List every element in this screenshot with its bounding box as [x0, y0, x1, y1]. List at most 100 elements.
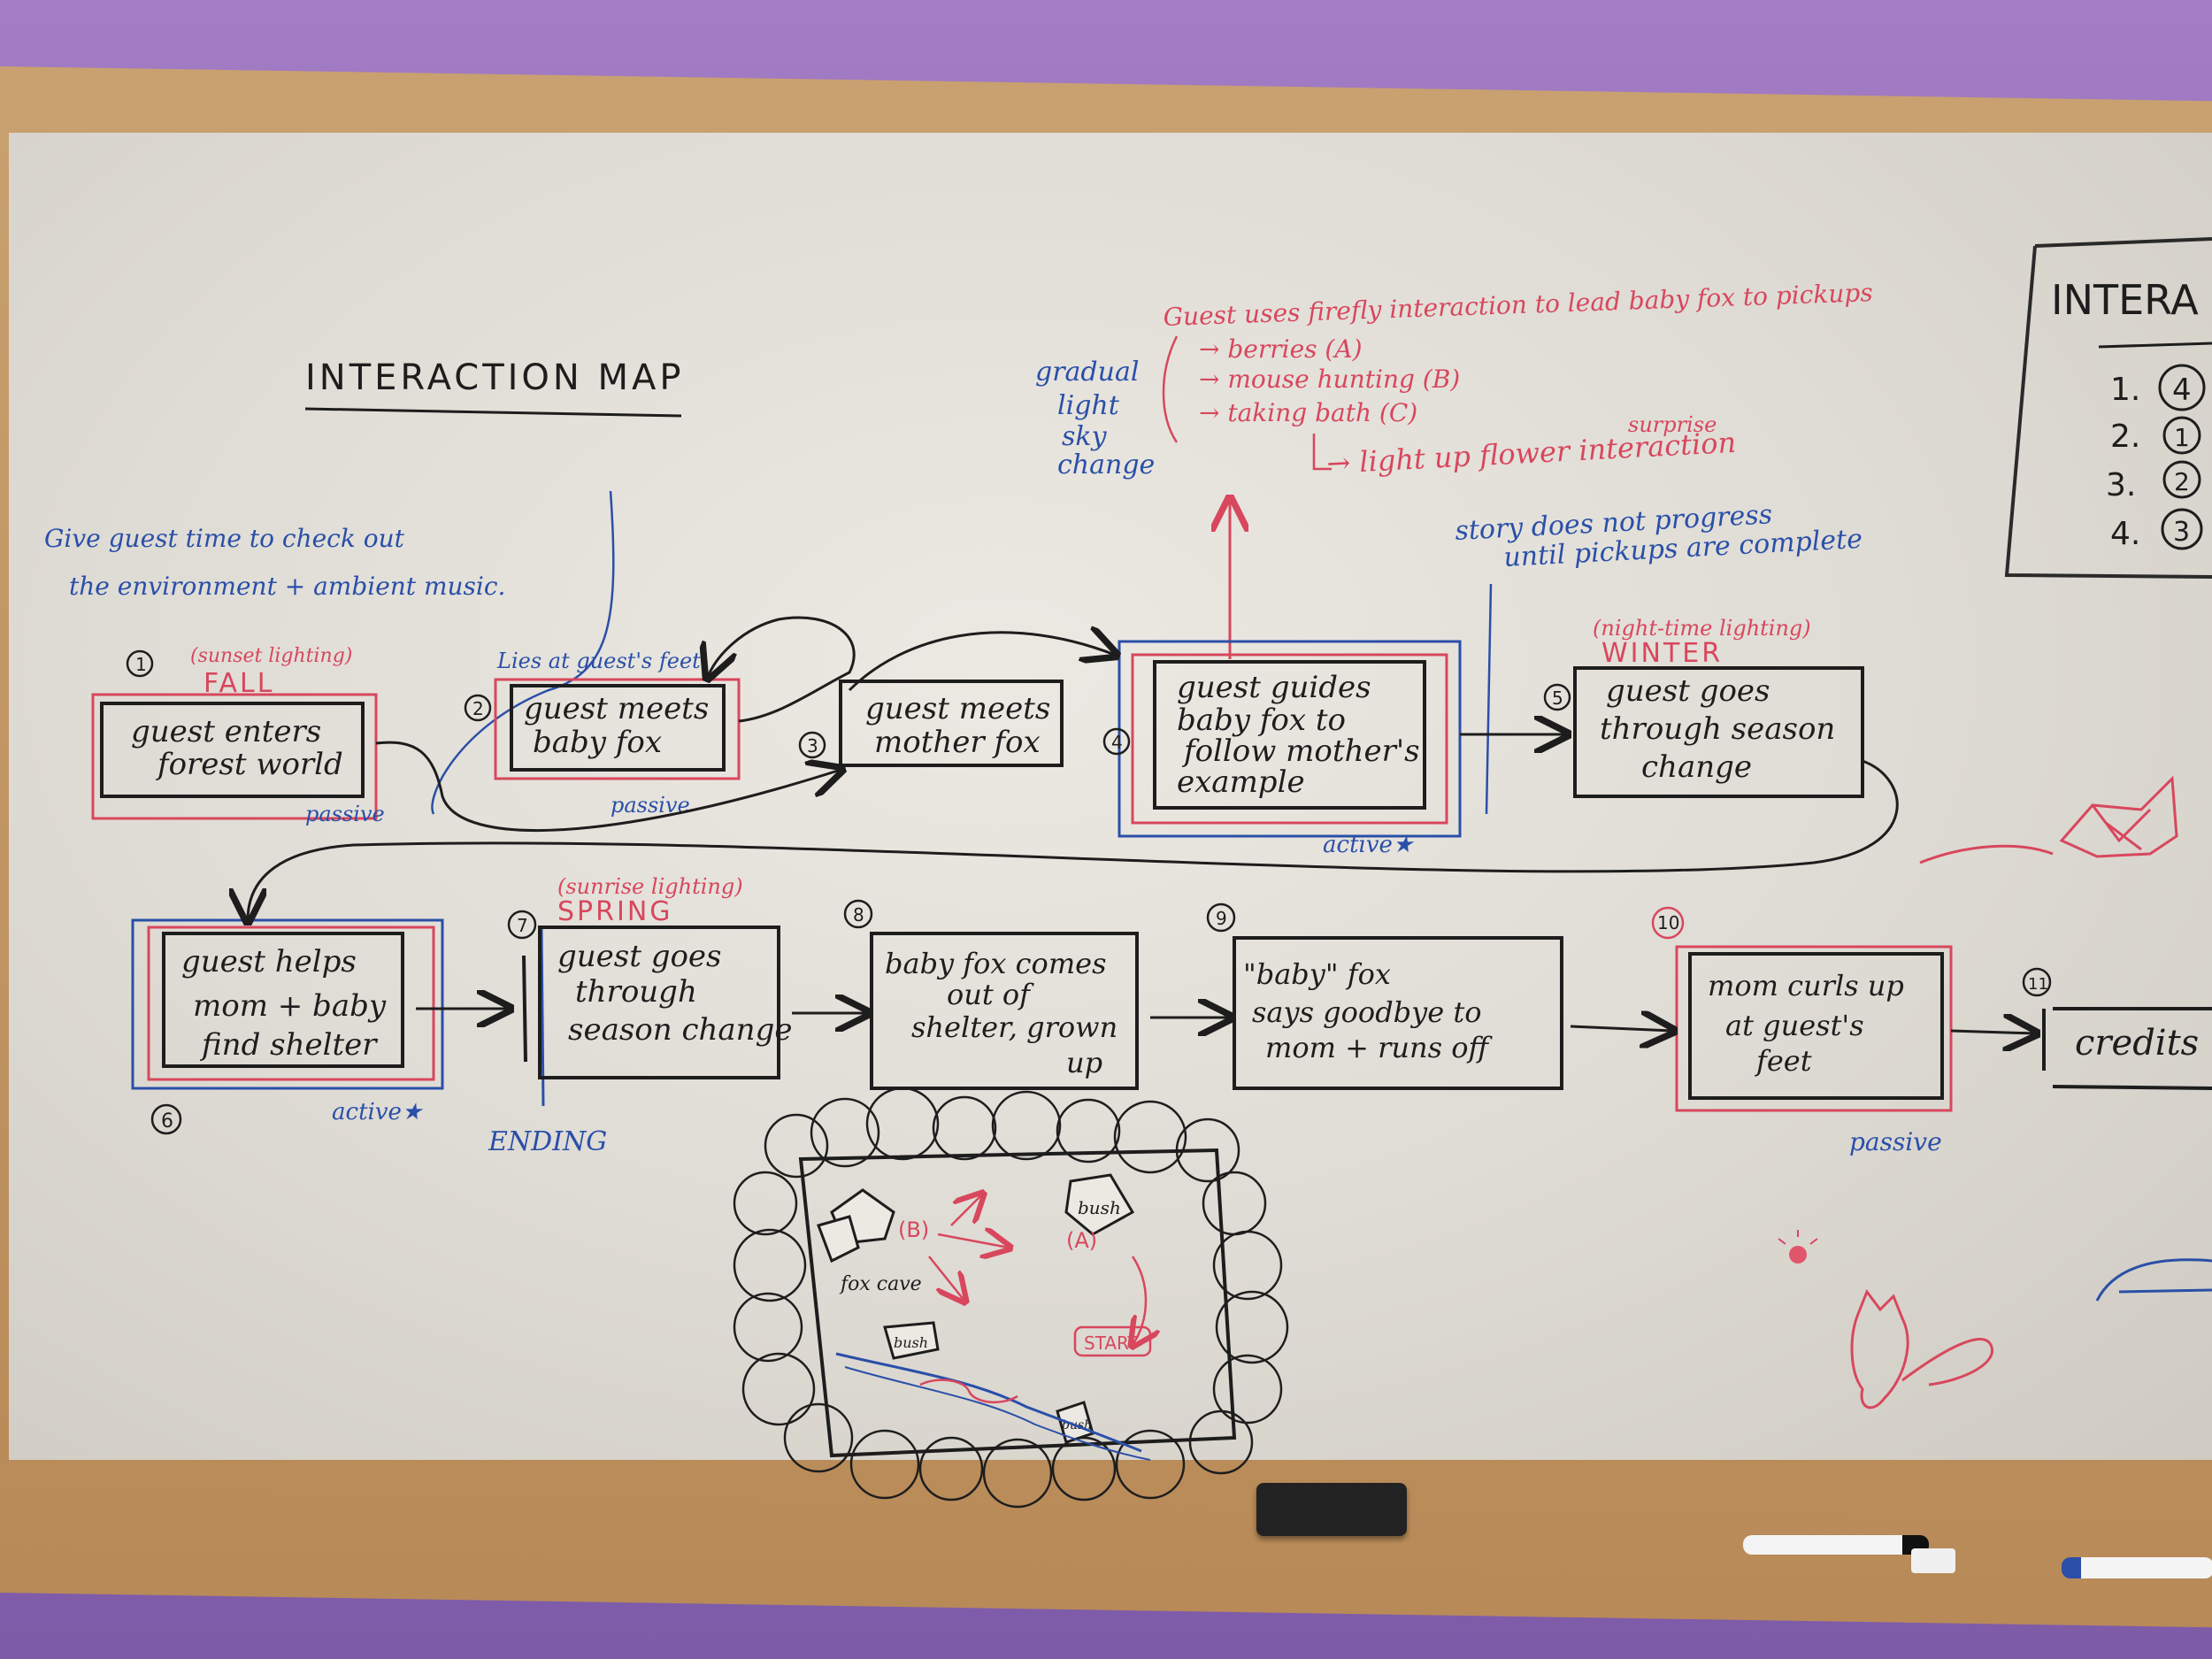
node-5-line-2: through season: [1600, 711, 1835, 747]
note-gradual-3: sky: [1062, 421, 1108, 452]
map-start: START: [1084, 1333, 1139, 1354]
node-3-line-1: guest meets: [865, 691, 1050, 726]
node-6-mode: active★: [332, 1099, 424, 1125]
node-5-number: 5: [1552, 687, 1563, 709]
marker-black[interactable]: [1743, 1535, 1929, 1555]
node-4-number: 4: [1111, 732, 1123, 753]
node-1: 1 (sunset lighting) FALL guest enters fo…: [91, 645, 385, 826]
node-10-number: 10: [1657, 912, 1679, 933]
node-5: 5 (night-time lighting) WINTER guest goe…: [1543, 616, 1864, 798]
node-3-number: 3: [807, 735, 818, 757]
node-4-line-1: guest guides: [1177, 670, 1371, 705]
node-5-line-1: guest goes: [1606, 673, 1770, 709]
node-2-line-2: baby fox: [533, 725, 662, 760]
blue-doodle-right: [2095, 1258, 2212, 1302]
node-6-line-1: guest helps: [181, 944, 357, 979]
note-bath: → taking bath (C): [1199, 398, 1417, 427]
note-firefly: Guest uses firefly interaction to lead b…: [1163, 278, 1873, 332]
node-10-line-3: feet: [1755, 1044, 1812, 1078]
node-6: 6 guest helps mom + baby find shelter ac…: [131, 918, 444, 1135]
node-5-lighting: (night-time lighting): [1593, 616, 1811, 641]
light-bulb-doodle: [1778, 1230, 1818, 1263]
note-gradual-1: gradual: [1035, 357, 1139, 388]
fox-doodle-sleeping: [1919, 775, 2178, 864]
map-label-a: (A): [1066, 1228, 1097, 1253]
node-10: 10 mom curls up at guest's feet passive: [1651, 906, 1953, 1156]
note-flower: → light up flower interaction: [1325, 426, 1737, 480]
legend-item-1-value: 4: [2172, 373, 2192, 408]
node-10-line-2: at guest's: [1725, 1009, 1864, 1042]
node-1-lighting: (sunset lighting): [190, 645, 352, 667]
node-1-line-1: guest enters: [131, 714, 321, 749]
legend-item-1-num: 1.: [2110, 372, 2140, 408]
node-10-line-1: mom curls up: [1708, 969, 1904, 1002]
note-surprise: surprise: [1628, 412, 1717, 437]
node-9-line-1: "baby" fox: [1243, 957, 1391, 991]
legend-title: INTERA: [2051, 276, 2199, 324]
node-7-season: SPRING: [557, 896, 673, 927]
node-3: 3 guest meets mother fox: [798, 680, 1064, 767]
node-4-mode: active★: [1323, 832, 1415, 858]
node-8: 8 baby fox comes out of shelter, grown u…: [843, 899, 1139, 1090]
node-7-line-2: through: [575, 974, 697, 1010]
ending-label: ENDING: [488, 1126, 607, 1157]
node-7-lighting: (sunrise lighting): [557, 874, 743, 899]
node-4: 4 guest guides baby fox to follow mother…: [1102, 640, 1462, 858]
note-berries: → berries (A): [1199, 334, 1363, 364]
node-2-number: 2: [472, 698, 484, 719]
node-1-mode: passive: [305, 802, 385, 826]
node-9: 9 "baby" fox says goodbye to mom + runs …: [1206, 902, 1563, 1090]
node-9-number: 9: [1216, 908, 1227, 929]
node-8-line-2: out of: [947, 978, 1034, 1011]
node-11-number: 11: [2028, 975, 2048, 994]
node-7-line-1: guest goes: [557, 939, 722, 974]
marker-cap[interactable]: [1911, 1548, 1955, 1573]
node-11: 11 credits: [2022, 967, 2212, 1090]
node-8-line-3: shelter, grown: [911, 1010, 1118, 1044]
node-6-number: 6: [161, 1110, 173, 1133]
legend-box: INTERA 1. 4 2. 1 3. 2 4. 3: [2004, 237, 2212, 579]
legend-item-3-value: 2: [2174, 467, 2190, 496]
marker-blue[interactable]: [2062, 1557, 2212, 1578]
node-8-number: 8: [853, 904, 864, 926]
note-give-time-2: the environment + ambient music.: [69, 572, 505, 601]
eraser[interactable]: [1256, 1483, 1407, 1536]
note-gradual-4: change: [1057, 449, 1155, 480]
map-fox-cave: fox cave: [839, 1273, 922, 1295]
node-6-line-3: find shelter: [199, 1027, 378, 1063]
note-give-time-1: Give guest time to check out: [44, 524, 405, 553]
node-8-line-4: up: [1066, 1046, 1102, 1079]
node-4-line-4: example: [1177, 764, 1305, 800]
legend-item-3-num: 3.: [2106, 467, 2136, 503]
map-bush-c: bush: [894, 1334, 928, 1351]
note-gradual-2: light: [1057, 390, 1120, 421]
node-2: 2 Lies at guest's feet guest meets baby …: [464, 649, 741, 818]
node-7-line-3: season change: [568, 1012, 792, 1048]
node-11-line-1: credits: [2075, 1023, 2199, 1064]
legend-item-2-num: 2.: [2110, 419, 2140, 455]
map-bush-a: bush: [1078, 1197, 1121, 1218]
node-9-line-3: mom + runs off: [1265, 1031, 1493, 1064]
node-8-line-1: baby fox comes: [885, 947, 1107, 980]
note-lies-at-feet: Lies at guest's feet: [496, 649, 701, 673]
legend-item-4-num: 4.: [2110, 516, 2140, 552]
node-5-season: WINTER: [1601, 638, 1723, 669]
map-label-b: (B): [898, 1217, 929, 1242]
node-7-number: 7: [517, 915, 528, 936]
fox-doodle-sitting: [1850, 1288, 1994, 1409]
node-6-line-2: mom + baby: [193, 988, 387, 1024]
node-10-mode: passive: [1849, 1127, 1942, 1156]
node-3-line-2: mother fox: [874, 725, 1041, 760]
board-title: INTERACTION MAP: [305, 357, 685, 398]
map-sketch: fox cave (B) bush (A) START bush bush: [733, 1087, 1289, 1509]
flow-arrows: [248, 616, 2035, 1033]
legend-item-4-value: 3: [2173, 517, 2190, 548]
node-4-line-2: baby fox to: [1177, 703, 1346, 738]
node-7: 7 (sunrise lighting) SPRING guest goes t…: [488, 874, 792, 1157]
node-4-line-3: follow mother's: [1181, 733, 1420, 769]
node-1-line-2: forest world: [155, 747, 343, 782]
node-5-line-3: change: [1641, 749, 1752, 785]
node-1-number: 1: [135, 654, 147, 675]
note-mouse: → mouse hunting (B): [1199, 365, 1460, 394]
